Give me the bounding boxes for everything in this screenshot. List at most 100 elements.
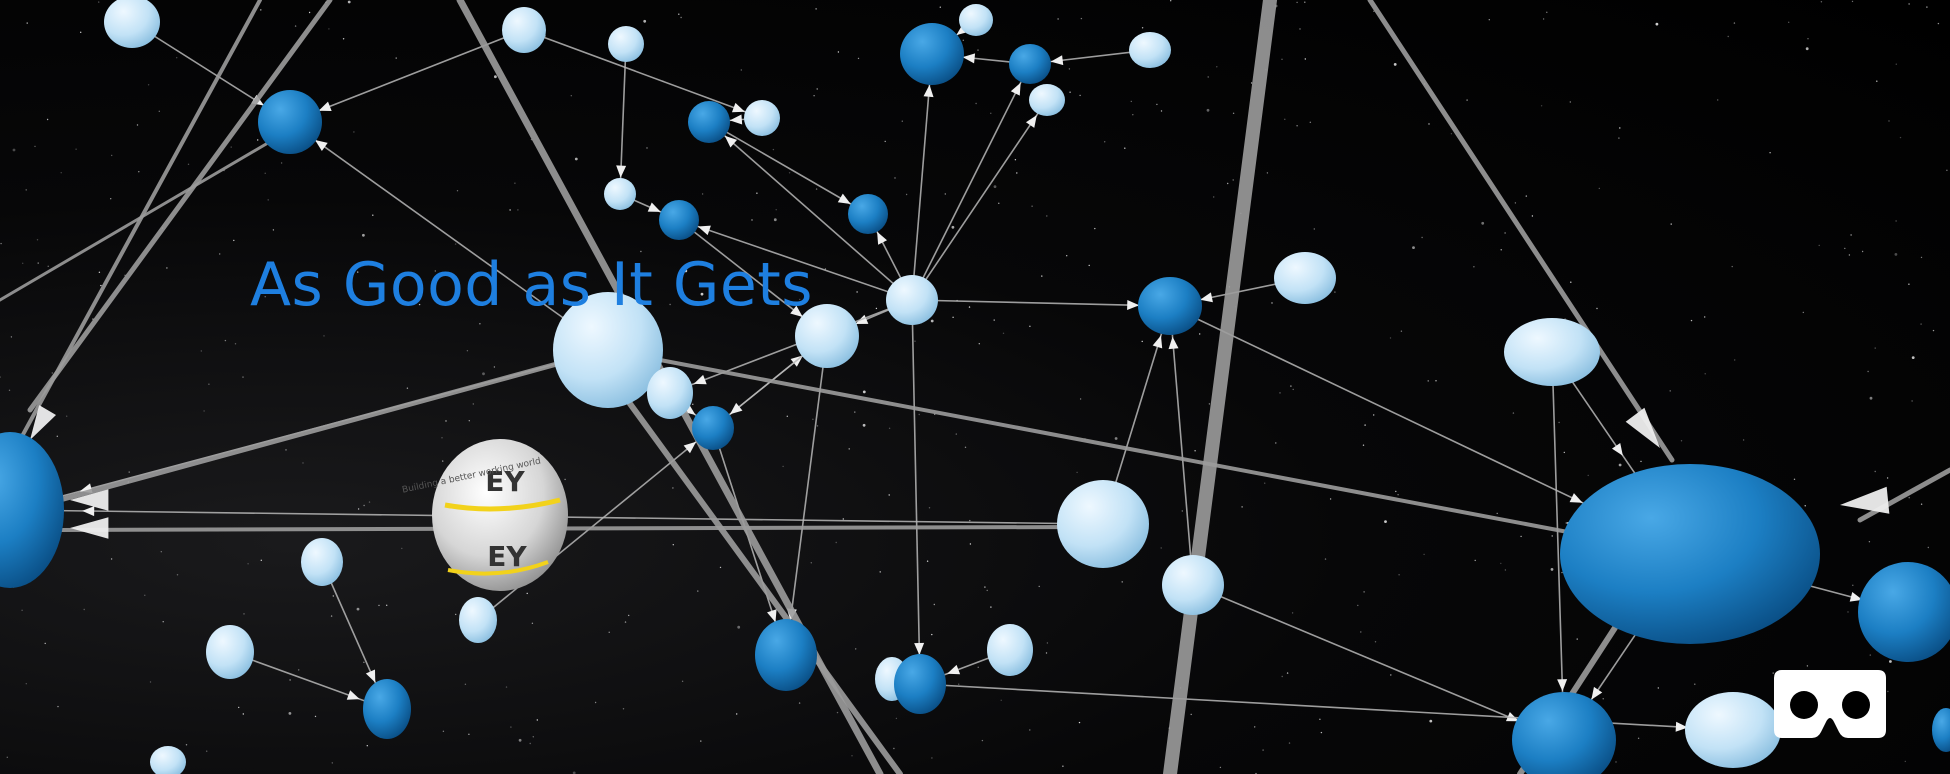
graph-node-dark[interactable]: [363, 679, 411, 739]
graph-node-dark[interactable]: [1009, 44, 1051, 84]
star: [680, 16, 682, 19]
graph-node-dark[interactable]: [1138, 277, 1202, 335]
logo-sphere[interactable]: [432, 439, 568, 591]
graph-node-dark[interactable]: [755, 619, 817, 691]
star: [1852, 584, 1854, 586]
star: [574, 157, 578, 161]
edge-arrowhead: [346, 690, 360, 700]
graph-node-dark[interactable]: [900, 23, 964, 85]
graph-node-light[interactable]: [104, 0, 160, 48]
graph-node-dark[interactable]: [1932, 708, 1950, 752]
graph-node-light[interactable]: [744, 100, 780, 136]
logo-brand-text-top: EY: [485, 465, 525, 498]
logo-sphere-node[interactable]: EY EY Building a better working world: [401, 439, 568, 591]
graph-node-light[interactable]: [301, 538, 343, 586]
star: [692, 403, 694, 405]
star: [357, 508, 360, 510]
graph-node-dark[interactable]: [848, 194, 888, 234]
graph-node-light[interactable]: [647, 367, 693, 419]
graph-node-light[interactable]: [604, 178, 636, 210]
star: [22, 262, 24, 264]
graph-node-light[interactable]: [1685, 692, 1781, 768]
star: [401, 547, 403, 550]
edge-arrowhead: [82, 506, 95, 517]
graph-node-light[interactable]: [608, 26, 644, 62]
edge-arrowhead: [1168, 336, 1179, 350]
star: [160, 551, 162, 553]
graph-node-dark[interactable]: [692, 406, 734, 450]
star: [1374, 641, 1377, 643]
star: [51, 372, 53, 374]
star: [1895, 63, 1898, 65]
vr-mode-button[interactable]: [1772, 668, 1888, 740]
star: [857, 57, 860, 60]
graph-node-light[interactable]: [206, 625, 254, 679]
star: [884, 140, 886, 143]
star: [799, 298, 801, 301]
graph-node-light[interactable]: [886, 275, 938, 325]
star: [464, 683, 467, 685]
graph-node-light[interactable]: [553, 292, 663, 408]
star: [962, 39, 964, 41]
graph-node-light[interactable]: [987, 624, 1033, 676]
graph-node-light[interactable]: [1274, 252, 1336, 304]
graph-node-dark[interactable]: [0, 432, 64, 588]
edge-arrowhead: [647, 202, 661, 212]
star: [1888, 120, 1890, 122]
star: [1717, 99, 1719, 101]
star: [1769, 152, 1771, 154]
graph-edge-beam: [27, 0, 333, 413]
star: [848, 448, 850, 450]
graph-node-light[interactable]: [502, 7, 546, 53]
graph-node-dark[interactable]: [659, 200, 699, 240]
star: [1208, 403, 1211, 405]
logo-brand-text-bottom: EY: [487, 540, 527, 573]
star: [445, 420, 447, 422]
star: [288, 712, 292, 715]
star: [1000, 699, 1002, 701]
star: [1046, 642, 1049, 644]
star: [816, 88, 818, 90]
star: [1481, 221, 1485, 225]
star: [1104, 141, 1106, 143]
graph-node-light[interactable]: [1029, 84, 1065, 116]
star: [1637, 737, 1640, 739]
graph-node-light[interactable]: [959, 4, 993, 36]
star: [1156, 103, 1158, 106]
graph-node-dark[interactable]: [258, 90, 322, 154]
star: [1286, 672, 1289, 674]
graph-node-dark[interactable]: [688, 101, 730, 143]
star: [257, 139, 259, 141]
star: [1428, 123, 1430, 125]
star: [1194, 450, 1196, 452]
star: [25, 189, 27, 191]
graph-node-dark[interactable]: [1512, 692, 1616, 774]
graph-node-dark[interactable]: [894, 654, 946, 714]
star: [1690, 319, 1693, 322]
graph-node-light[interactable]: [1162, 555, 1224, 615]
graph-node-dark[interactable]: [1560, 464, 1820, 644]
star: [895, 717, 898, 720]
graph-node-light[interactable]: [150, 746, 186, 774]
star: [66, 415, 68, 417]
graph-node-light[interactable]: [1504, 318, 1600, 386]
star: [1680, 440, 1683, 442]
edge-arrowhead: [616, 165, 627, 178]
graph-node-light[interactable]: [459, 597, 497, 643]
star: [1615, 761, 1617, 763]
star: [1130, 100, 1133, 103]
star: [1094, 227, 1096, 230]
graph-node-light[interactable]: [1129, 32, 1171, 68]
star: [1704, 316, 1706, 318]
edge-arrowhead: [837, 193, 851, 204]
star: [1867, 370, 1869, 373]
graph-node-dark[interactable]: [1858, 562, 1950, 662]
star: [1281, 58, 1283, 60]
star: [206, 750, 208, 752]
star: [531, 622, 534, 624]
graph-node-light[interactable]: [1057, 480, 1149, 568]
graph-node-light[interactable]: [795, 304, 859, 368]
